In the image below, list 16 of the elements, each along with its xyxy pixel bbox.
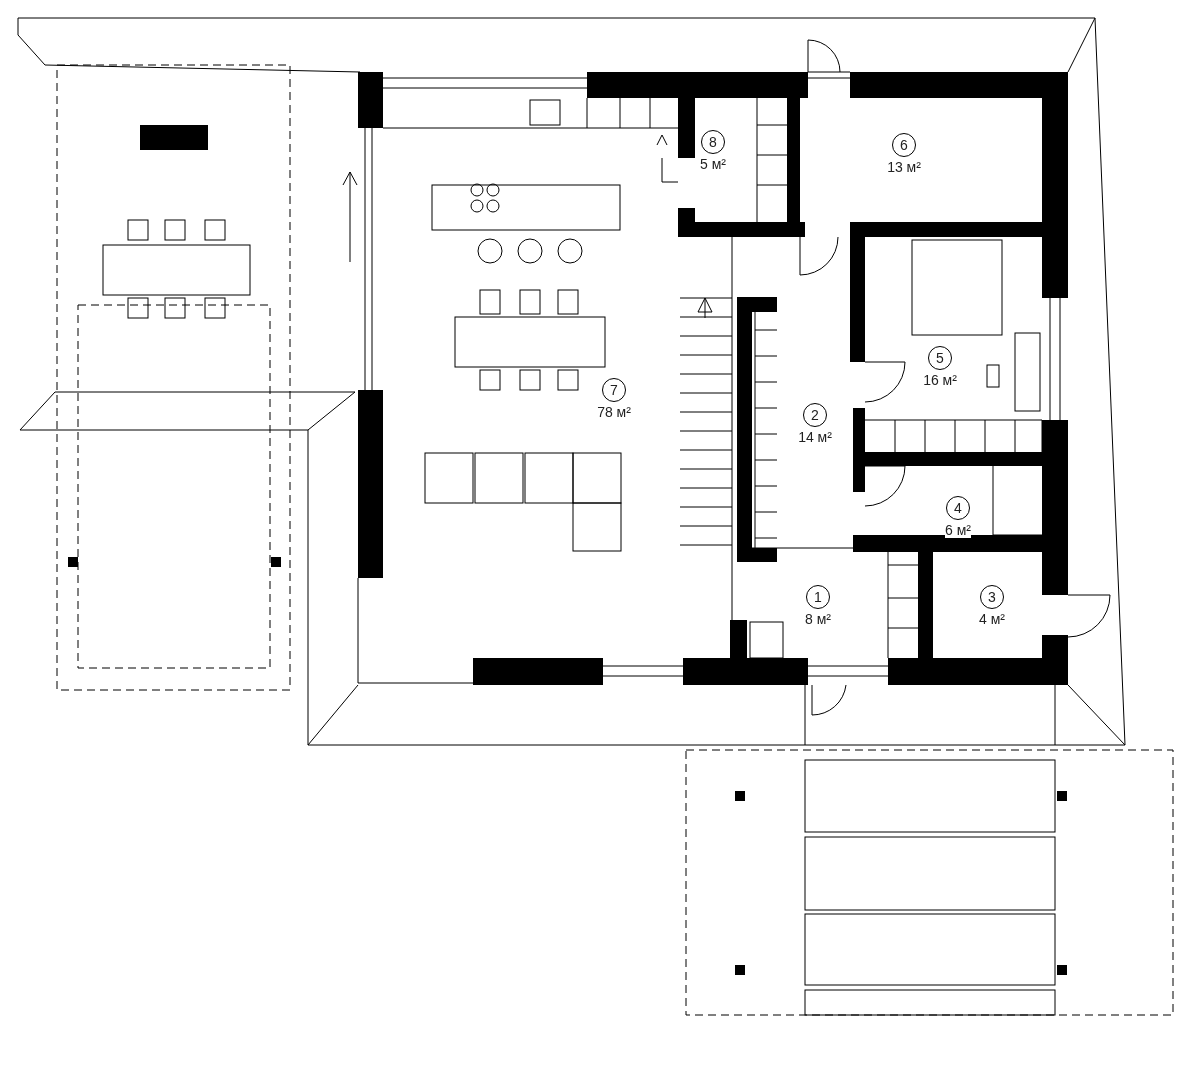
room-number: 8 bbox=[701, 130, 725, 154]
room-number: 3 bbox=[980, 585, 1004, 609]
room-area-label: 14 м² bbox=[798, 429, 832, 445]
room-area-label: 78 м² bbox=[597, 404, 631, 420]
room-number: 1 bbox=[806, 585, 830, 609]
room-area-label: 13 м² bbox=[887, 159, 921, 175]
room-area-label: 4 м² bbox=[979, 611, 1005, 627]
room-area-label: 8 м² bbox=[805, 611, 831, 627]
room-area-label: 5 м² bbox=[700, 156, 726, 172]
room-number: 6 bbox=[892, 133, 916, 157]
room-area-label: 6 м² bbox=[945, 522, 971, 538]
room-number: 2 bbox=[803, 403, 827, 427]
room-number: 4 bbox=[946, 496, 970, 520]
room-area-label: 16 м² bbox=[923, 372, 957, 388]
room-number: 5 bbox=[928, 346, 952, 370]
room-number: 7 bbox=[602, 378, 626, 402]
